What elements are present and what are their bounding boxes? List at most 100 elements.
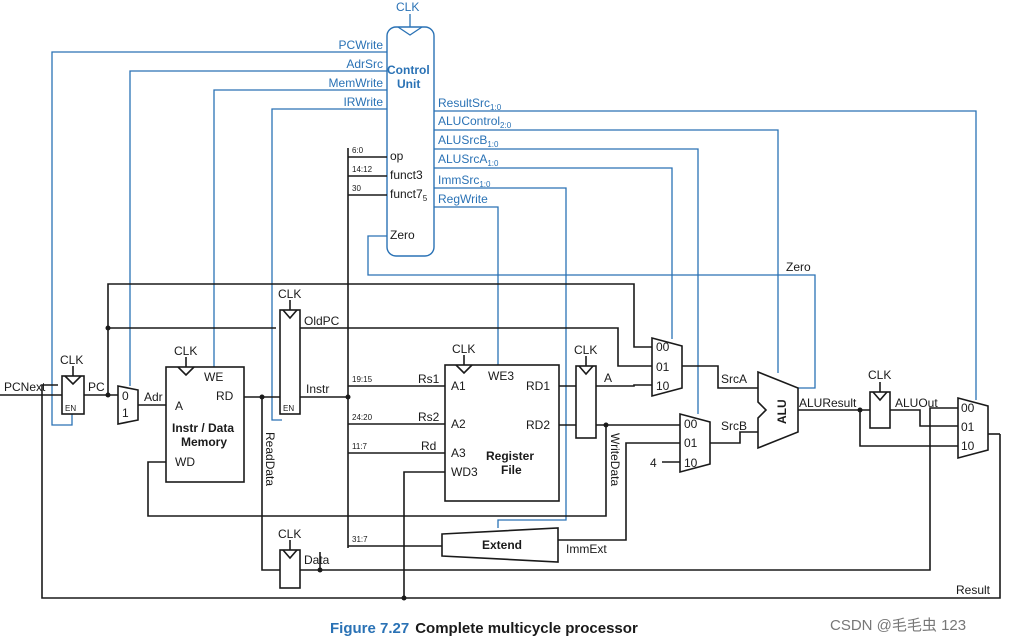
srca-mux-shape [651, 336, 683, 398]
memory-title-2: Memory [181, 435, 227, 449]
srca-mux-in00: 00 [656, 340, 670, 354]
memory-we-label: WE [204, 370, 223, 384]
figure-caption: Figure 7.27 Complete multicycle processor [330, 620, 638, 637]
cu-in-op: op [390, 149, 404, 163]
instr-data-memory: CLK WE A RD WD Instr / Data Memory [165, 344, 245, 483]
sig-adrsrc-label: AdrSrc [346, 57, 383, 71]
sig-memwrite-label: MemWrite [329, 76, 384, 90]
control-unit-box [386, 26, 435, 257]
sig-alucontrol-label: ALUControl2:0 [438, 114, 512, 130]
sig-resultsrc-label: ResultSrc1:0 [438, 96, 502, 112]
cu-in-funct3: funct3 [390, 168, 423, 182]
data-label: Data [304, 553, 330, 567]
wire-alusrcb [434, 148, 699, 414]
aluout-clk-label: CLK [868, 368, 891, 382]
junction-aluresult [857, 407, 863, 413]
datapath-wires [0, 148, 1001, 599]
regfile-title-2: File [501, 463, 522, 477]
ir-clk-label: CLK [278, 287, 301, 301]
aluout-clock-triangle [872, 391, 888, 402]
oldpc-label: OldPC [304, 314, 340, 328]
ir-en-label: EN [283, 404, 294, 413]
wire-irwrite [271, 108, 387, 421]
ab-register-box [575, 365, 597, 439]
wire-data-to-result-mux [320, 407, 958, 571]
csdn-watermark: CSDN @毛毛虫 123 [830, 617, 967, 634]
memory-clock-triangle [177, 366, 195, 377]
pc-register: CLK EN [60, 353, 85, 415]
aluresult-label: ALUResult [799, 396, 857, 410]
srcb-mux-in10: 10 [684, 456, 698, 470]
wire-adrsrc [129, 70, 387, 386]
wire-immext [558, 442, 680, 541]
wire-pc-to-srca-mux [107, 283, 652, 395]
sig-immsrc-label: ImmSrc1:0 [438, 173, 491, 189]
memory-a-label: A [175, 399, 183, 413]
junction-pc [105, 392, 111, 398]
immext-label: ImmExt [566, 542, 607, 556]
regfile-wd3-label: WD3 [451, 465, 478, 479]
srca-mux-in01: 01 [656, 360, 670, 374]
memory-clk-label: CLK [174, 344, 197, 358]
srcb-mux-in00: 00 [684, 417, 698, 431]
junction-pc-oldpc [105, 325, 111, 331]
result-mux: 00 01 10 [957, 396, 989, 460]
pc-clk-label: CLK [60, 353, 83, 367]
alu-shape [757, 370, 799, 450]
wire-memwrite [213, 89, 387, 367]
ab-clk-label: CLK [574, 343, 597, 357]
ab-clock-triangle [578, 365, 594, 376]
srcb-mux-in01: 01 [684, 436, 698, 450]
adr-mux: 0 1 [117, 385, 139, 425]
sig-pcwrite-label: PCWrite [339, 38, 384, 52]
control-unit-clk-label: CLK [396, 0, 419, 14]
adr-label: Adr [144, 390, 163, 404]
ir-box [279, 309, 301, 415]
aluout-register: CLK [868, 368, 891, 429]
srca-mux: 00 01 10 [651, 336, 683, 398]
result-label: Result [956, 583, 991, 597]
result-mux-in01: 01 [961, 420, 975, 434]
srcb-mux-shape [679, 412, 711, 474]
sig-irwrite-label: IRWrite [343, 95, 383, 109]
rs1-label: Rs1 [418, 372, 440, 386]
wire-alusrca [434, 167, 673, 339]
junction-instr [345, 394, 351, 400]
regfile-rd2-label: RD2 [526, 418, 550, 432]
ir-clock-triangle [282, 309, 298, 320]
figure-title: Complete multicycle processor [415, 620, 638, 637]
wire-srcb [710, 431, 758, 444]
bits-31-7: 31:7 [352, 535, 368, 544]
srca-mux-in10: 10 [656, 379, 670, 393]
wire-result-bus [41, 384, 1001, 599]
readdata-label: ReadData [263, 432, 277, 486]
wire-a [596, 384, 652, 387]
figure-number: Figure 7.27 [330, 620, 410, 637]
const4-label: 4 [650, 456, 657, 470]
control-unit-title-2: Unit [397, 77, 420, 91]
rs2-label: Rs2 [418, 410, 440, 424]
bits-11-7: 11:7 [352, 442, 368, 451]
memory-wd-label: WD [175, 455, 195, 469]
regfile-we3-label: WE3 [488, 369, 514, 383]
wire-wd3 [403, 471, 445, 598]
wire-aluout-to-mux [890, 409, 958, 427]
regfile-rd1-label: RD1 [526, 379, 550, 393]
adr-mux-in1: 1 [122, 406, 129, 420]
srcb-mux: 00 01 10 [679, 412, 711, 474]
register-file-box [444, 364, 560, 502]
regfile-clock-triangle [455, 364, 473, 375]
rd-field-label: Rd [421, 439, 436, 453]
data-register: CLK [278, 527, 301, 589]
junction-readdata [259, 394, 265, 400]
srca-label: SrcA [721, 372, 747, 386]
wire-immsrc [434, 187, 567, 528]
wire-regwrite [434, 206, 499, 365]
wire-oldpc-out [300, 327, 652, 367]
aluout-label: ALUOut [895, 396, 938, 410]
pc-en-label: EN [65, 404, 76, 413]
result-mux-in10: 10 [961, 439, 975, 453]
instr-label: Instr [306, 382, 329, 396]
extend-unit: Extend [441, 527, 559, 563]
